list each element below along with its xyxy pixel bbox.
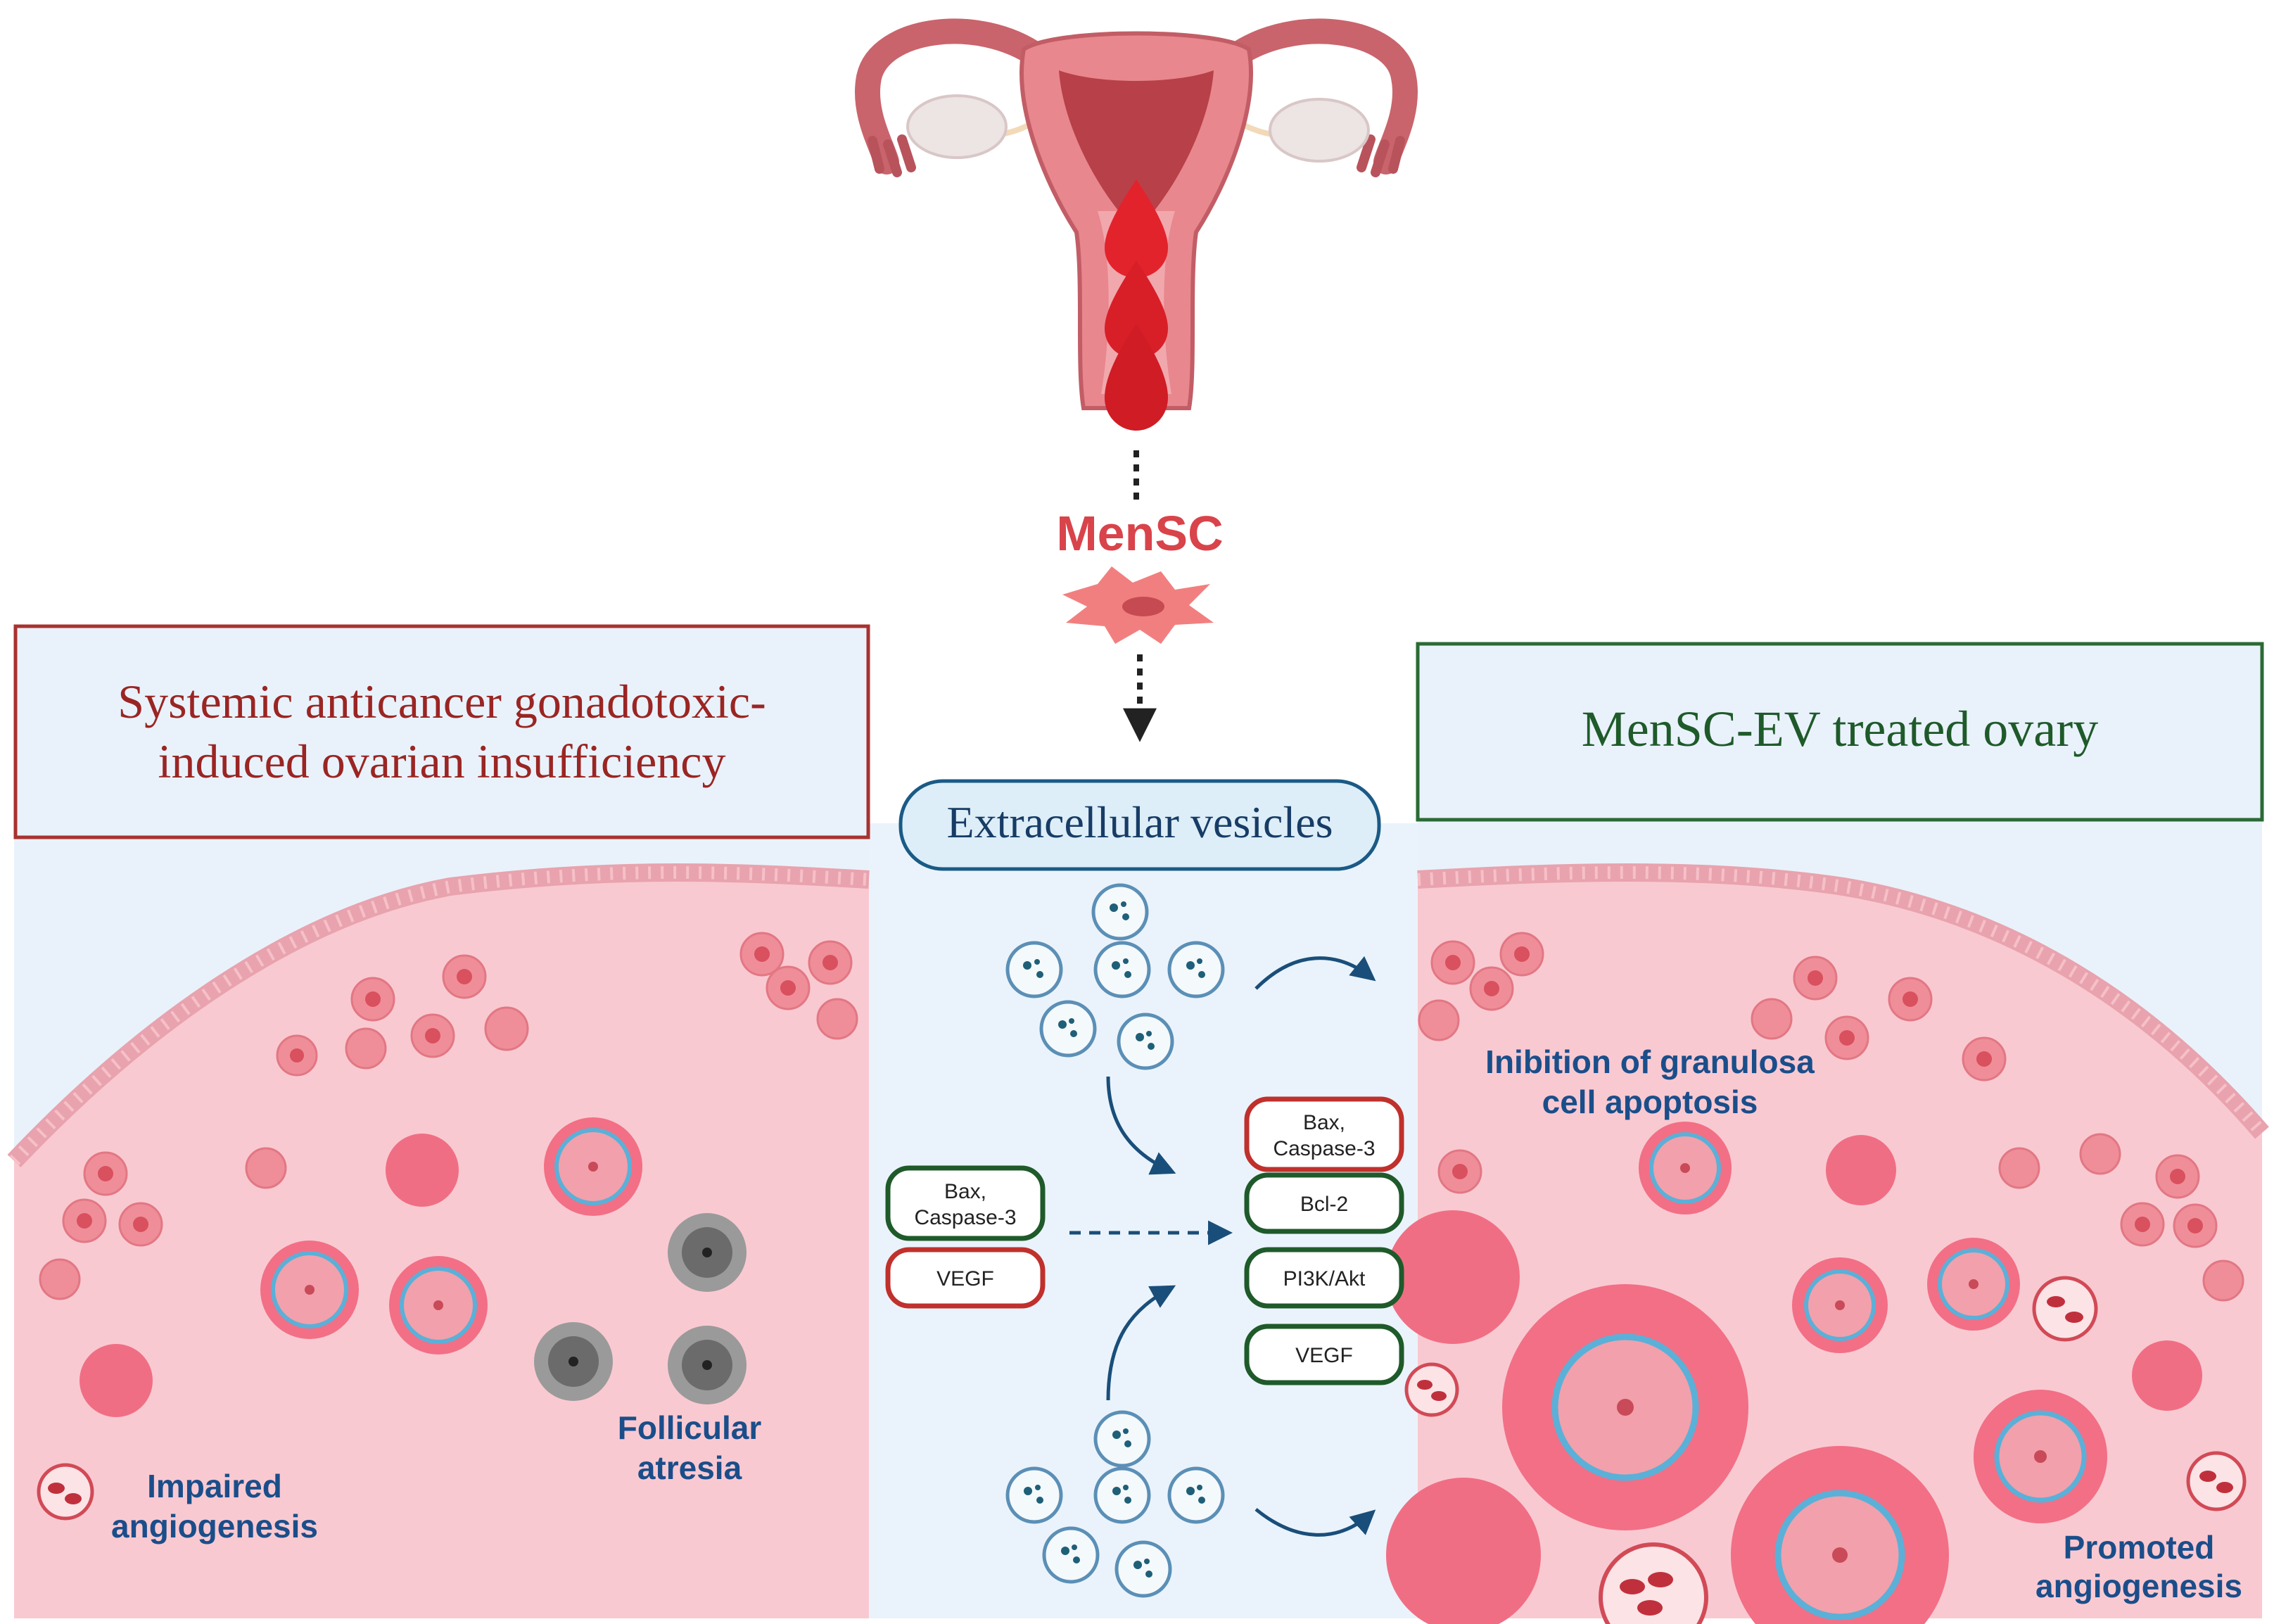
right-blood-vessel-2 <box>1404 1362 1459 1417</box>
right-marker-bax-line1: Bax, <box>1303 1111 1345 1134</box>
left-marker-bax-line2: Caspase-3 <box>914 1206 1016 1229</box>
right-cells <box>1418 932 2244 1302</box>
right-ovary <box>1269 98 1370 163</box>
left-tissue <box>14 873 869 1618</box>
arrow-ev-top-to-markers <box>1106 1076 1176 1175</box>
right-marker-box-pi3k: PI3K/Akt <box>1244 1247 1404 1309</box>
left-cells <box>39 932 858 1300</box>
right-follicle-small-1 <box>1639 1122 1732 1214</box>
right-title: MenSC-EV treated ovary <box>1582 701 2098 757</box>
right-label-promo-2: angiogenesis <box>2035 1568 2242 1604</box>
ev-title: Extracellular vesicles <box>946 797 1333 847</box>
left-title-line1: Systemic anticancer gonadotoxic- <box>117 675 766 728</box>
right-marker-bax-line2: Caspase-3 <box>1273 1137 1375 1160</box>
right-granulosa-cluster-4 <box>1386 1478 1541 1624</box>
left-label-angio-2: angiogenesis <box>111 1508 318 1544</box>
left-marker-box-bax: Bax, Caspase-3 <box>885 1165 1046 1241</box>
left-follicle-1 <box>544 1117 642 1216</box>
left-marker-bax-line1: Bax, <box>944 1180 986 1203</box>
blood-drop-2 <box>1105 260 1168 359</box>
left-granulosa-cluster-2 <box>80 1344 153 1417</box>
ev-group-top-cargo <box>1023 901 1205 1050</box>
left-label-angio-1: Impaired <box>147 1468 282 1504</box>
right-panel: MenSC-EV treated ovary <box>1386 642 2269 1624</box>
left-label-atresia-1: Follicular <box>618 1409 762 1446</box>
right-label-inhib-1: Inibition of granulosa <box>1485 1043 1815 1080</box>
right-marker-bcl2-text: Bcl-2 <box>1300 1193 1348 1216</box>
left-label-atresia-2: atresia <box>637 1449 742 1486</box>
left-title-box <box>13 624 870 839</box>
right-marker-vegf-text: VEGF <box>1295 1344 1353 1367</box>
mensc-cell <box>1062 566 1214 644</box>
arrow-ev-bottom-to-ovary <box>1254 1508 1376 1537</box>
left-marker-vegf-text: VEGF <box>936 1267 994 1290</box>
arrow-ev-top-to-ovary <box>1254 956 1376 990</box>
uterus-illustration <box>855 18 1418 431</box>
right-label-promo-1: Promoted <box>2064 1529 2215 1566</box>
left-atretic-follicle-3 <box>668 1326 747 1404</box>
right-marker-box-bcl2: Bcl-2 <box>1244 1172 1404 1234</box>
ev-group-bottom <box>1005 1410 1225 1598</box>
left-granulosa-cluster <box>386 1134 459 1207</box>
right-granulosa-cluster-3 <box>1386 1210 1520 1344</box>
blood-drop-3 <box>1105 324 1168 431</box>
arrow-markers-from-bottom <box>1106 1285 1176 1401</box>
left-title-line2: induced ovarian insufficiency <box>158 735 726 788</box>
left-blood-vessel <box>37 1463 94 1521</box>
right-marker-box-bax: Bax, Caspase-3 <box>1244 1096 1404 1172</box>
right-follicle-small-2 <box>1792 1257 1888 1353</box>
left-atretic-follicle-1 <box>668 1213 747 1292</box>
right-granulosa-cluster-2 <box>2132 1340 2202 1411</box>
right-marker-pi3k-text: PI3K/Akt <box>1283 1267 1366 1290</box>
right-blood-vessel-4 <box>1599 1542 1708 1624</box>
left-follicle-3 <box>389 1256 488 1355</box>
left-atretic-follicle-2 <box>534 1322 613 1401</box>
ev-group-top <box>1005 883 1225 1070</box>
blood-drop-1 <box>1105 179 1168 278</box>
right-title-box <box>1416 642 2264 822</box>
right-follicle-large-3 <box>1731 1446 1949 1624</box>
left-follicle-2 <box>260 1241 359 1339</box>
right-marker-box-vegf: VEGF <box>1244 1324 1404 1385</box>
right-blood-vessel-3 <box>2186 1451 2247 1511</box>
right-follicle-small-3 <box>1927 1238 2020 1331</box>
left-marker-box-vegf: VEGF <box>885 1247 1046 1309</box>
right-follicle-large-1 <box>1502 1284 1748 1530</box>
right-blood-vessel-1 <box>2032 1276 2098 1342</box>
right-epithelium <box>1417 863 2269 1139</box>
right-label-inhib-2: cell apoptosis <box>1542 1084 1758 1120</box>
ev-title-pill <box>898 779 1381 871</box>
ev-group-bottom-cargo <box>1024 1428 1205 1578</box>
left-ovary <box>906 94 1008 159</box>
mensc-label: MenSC <box>1056 506 1223 561</box>
right-follicle-large-2 <box>1974 1390 2107 1523</box>
left-epithelium-cells <box>9 866 870 1166</box>
right-granulosa-cluster <box>1826 1135 1896 1205</box>
left-panel: Systemic anticancer gonadotoxic- induced… <box>7 624 870 1618</box>
